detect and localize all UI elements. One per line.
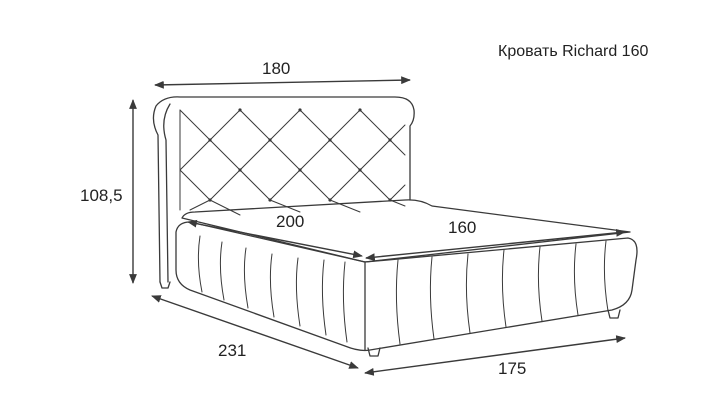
label-height: 108,5 <box>80 186 123 205</box>
label-headboard-width: 180 <box>262 59 290 78</box>
foot-back <box>159 281 171 289</box>
headboard-tufting <box>179 109 406 216</box>
arrow-headboard-width <box>154 76 411 89</box>
mattress-top <box>181 199 631 263</box>
headboard <box>152 96 415 283</box>
base-seams <box>197 235 609 345</box>
tufting-buttons <box>208 108 392 202</box>
label-mattress-length: 200 <box>276 212 304 231</box>
diagram-title: Кровать Richard 160 <box>498 43 648 60</box>
arrow-mattress-width <box>365 228 626 262</box>
arrow-total-length <box>151 295 359 369</box>
headboard-roll <box>163 103 171 283</box>
bed-drawing <box>152 96 638 357</box>
label-total-length: 231 <box>218 341 246 360</box>
label-total-width: 175 <box>498 359 526 378</box>
arrow-mattress-length <box>187 219 363 259</box>
label-mattress-width: 160 <box>448 218 476 237</box>
dimension-arrows <box>129 76 626 376</box>
arrow-total-width <box>364 335 626 376</box>
foot-right <box>607 309 621 319</box>
